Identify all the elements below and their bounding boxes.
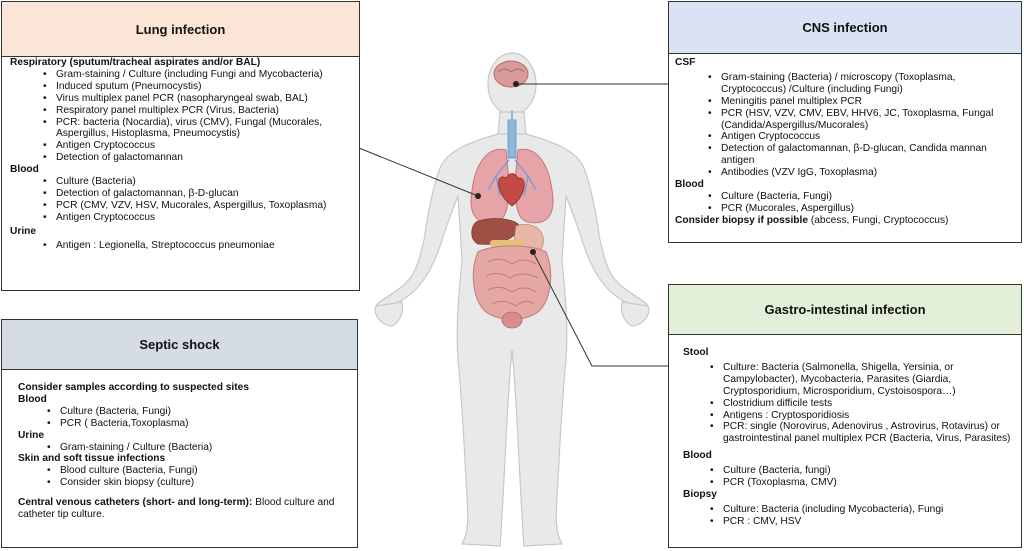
septic-shock-header: Septic shock xyxy=(2,320,357,370)
list-item: Gram-staining (Bacteria) / microscopy (T… xyxy=(708,72,1015,96)
list-item: Culture (Bacteria) xyxy=(43,176,353,188)
biopsy-heading: Biopsy xyxy=(683,488,717,500)
urine-heading: Urine xyxy=(18,429,45,441)
list-item: Culture: Bacteria (Salmonella, Shigella,… xyxy=(710,362,1015,398)
list-item: Antigens : Cryptosporidiosis xyxy=(710,410,1015,422)
csf-heading: CSF xyxy=(675,57,696,68)
list-item: Detection of galactomannan, β-D-glucan, … xyxy=(708,143,1015,167)
septic-shock-title: Septic shock xyxy=(139,337,220,352)
blood-heading: Blood xyxy=(675,179,704,191)
list-item: Antigen Cryptococcus xyxy=(43,212,353,224)
stool-list: Culture: Bacteria (Salmonella, Shigella,… xyxy=(683,362,1015,445)
gi-infection-header: Gastro-intestinal infection xyxy=(669,285,1021,335)
list-item: PCR ( Bacteria,Toxoplasma) xyxy=(47,418,351,430)
list-item: Meningitis panel multiplex PCR xyxy=(708,96,1015,108)
cvc-note-bold: Central venous catheters (short- and lon… xyxy=(18,497,253,509)
respiratory-heading: Respiratory (sputum/tracheal aspirates a… xyxy=(10,57,261,68)
list-item: Culture (Bacteria, Fungi) xyxy=(708,191,1015,203)
list-item: Clostridium difficile tests xyxy=(710,398,1015,410)
respiratory-list: Gram-staining / Culture (including Fungi… xyxy=(10,69,353,164)
gi-infection-title: Gastro-intestinal infection xyxy=(764,302,926,317)
list-item: Detection of galactomannan xyxy=(43,152,353,164)
urine-list: Antigen : Legionella, Streptococcus pneu… xyxy=(10,240,353,252)
cvc-note: Central venous catheters (short- and lon… xyxy=(18,497,351,521)
septic-shock-box: Septic shock Consider samples according … xyxy=(1,319,358,548)
list-item: Antigen : Legionella, Streptococcus pneu… xyxy=(43,240,353,252)
blood-list: Culture (Bacteria, fungi) PCR (Toxoplasm… xyxy=(683,465,1015,489)
list-item: Detection of galactomannan, β-D-glucan xyxy=(43,188,353,200)
list-item: PCR (HSV, VZV, CMV, EBV, HHV6, JC, Toxop… xyxy=(708,108,1015,132)
biopsy-note: Consider biopsy if possible (abcess, Fun… xyxy=(675,215,1015,227)
heart xyxy=(498,173,525,207)
list-item: Antibodies (VZV IgG, Toxoplasma) xyxy=(708,167,1015,179)
septic-intro: Consider samples according to suspected … xyxy=(18,382,249,393)
stool-heading: Stool xyxy=(683,347,709,358)
bladder xyxy=(501,311,523,329)
biopsy-list: Culture: Bacteria (including Mycobacteri… xyxy=(683,504,1015,528)
skin-heading: Skin and soft tissue infections xyxy=(18,453,166,465)
lung-infection-title: Lung infection xyxy=(135,21,226,37)
brain xyxy=(493,60,529,88)
list-item: Antigen Cryptococcus xyxy=(43,140,353,152)
list-item: Culture (Bacteria, fungi) xyxy=(710,465,1015,477)
gi-connector xyxy=(532,251,668,367)
cns-infection-box: CNS infection CSF Gram-staining (Bacteri… xyxy=(668,1,1022,243)
pancreas xyxy=(490,240,524,247)
list-item: Consider skin biopsy (culture) xyxy=(47,477,351,489)
list-item: PCR (Mucorales, Aspergillus) xyxy=(708,203,1015,215)
list-item: PCR: single (Norovirus, Adenovirus , Ast… xyxy=(710,421,1015,445)
list-item: Virus multiplex panel PCR (nasopharyngea… xyxy=(43,93,353,105)
list-item: Culture (Bacteria, Fungi) xyxy=(47,406,351,418)
list-item: PCR (Toxoplasma, CMV) xyxy=(710,477,1015,489)
blood-heading: Blood xyxy=(10,164,39,176)
list-item: Gram-staining / Culture (Bacteria) xyxy=(47,442,351,454)
csf-list: Gram-staining (Bacteria) / microscopy (T… xyxy=(675,72,1015,179)
blood-heading: Blood xyxy=(683,450,712,462)
urine-heading: Urine xyxy=(10,225,37,237)
cvc-note-rest: Blood culture and catheter tip culture. xyxy=(18,497,335,521)
cns-infection-header: CNS infection xyxy=(669,2,1021,54)
biopsy-note-rest: (abcess, Fungi, Cryptococcus) xyxy=(808,214,949,226)
list-item: Antigen Cryptococcus xyxy=(708,131,1015,143)
list-item: Culture: Bacteria (including Mycobacteri… xyxy=(710,504,1015,516)
blood-list: Culture (Bacteria) Detection of galactom… xyxy=(10,176,353,224)
blood-list: Culture (Bacteria, Fungi) PCR (Mucorales… xyxy=(675,191,1015,215)
list-item: Blood culture (Bacteria, Fungi) xyxy=(47,465,351,477)
list-item: Respiratory panel multiplex PCR (Virus, … xyxy=(43,105,353,117)
lung-infection-header: Lung infection xyxy=(2,2,359,57)
cns-infection-title: CNS infection xyxy=(802,20,888,35)
list-item: PCR : CMV, HSV xyxy=(710,516,1015,528)
lung-infection-box: Lung infection Respiratory (sputum/trach… xyxy=(1,1,360,291)
trachea xyxy=(507,119,517,159)
list-item: PCR: bacteria (Nocardia), virus (CMV), F… xyxy=(43,117,353,141)
gi-infection-box: Gastro-intestinal infection Stool Cultur… xyxy=(668,284,1022,548)
list-item: PCR (CMV, VZV, HSV, Mucorales, Aspergill… xyxy=(43,200,353,212)
biopsy-note-bold: Consider biopsy if possible xyxy=(675,214,809,226)
lung-connector xyxy=(358,147,479,197)
intestines xyxy=(472,245,552,320)
blood-list: Culture (Bacteria, Fungi) PCR ( Bacteria… xyxy=(18,406,351,430)
blood-heading: Blood xyxy=(18,393,47,405)
list-item: Induced sputum (Pneumocystis) xyxy=(43,81,353,93)
list-item: Gram-staining / Culture (including Fungi… xyxy=(43,69,353,81)
urine-list: Gram-staining / Culture (Bacteria) xyxy=(18,442,351,454)
skin-list: Blood culture (Bacteria, Fungi) Consider… xyxy=(18,465,351,489)
